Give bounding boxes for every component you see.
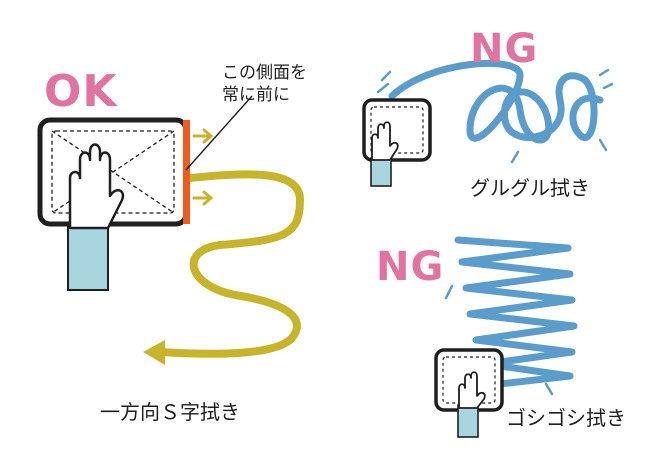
ok-caption: 一方向Ｓ字拭き bbox=[100, 400, 240, 424]
sleeve-small bbox=[457, 404, 479, 438]
ng-zigzag-illustration bbox=[434, 236, 578, 438]
ok-badge: OK bbox=[44, 66, 118, 117]
sleeve-small bbox=[370, 157, 392, 187]
ng-circular-illustration bbox=[362, 59, 614, 187]
ng-circular-caption: グルグル拭き bbox=[470, 176, 590, 200]
hand bbox=[68, 143, 125, 230]
hand-small bbox=[371, 121, 399, 161]
leader-line bbox=[185, 95, 253, 171]
edge-note-line2: 常に前に bbox=[222, 85, 290, 105]
forward-arrows bbox=[192, 128, 214, 206]
ng-zigzag-caption: ゴシゴシ拭き bbox=[506, 406, 626, 430]
ok-illustration bbox=[37, 95, 305, 365]
s-shaped-path bbox=[156, 170, 305, 358]
s-path-arrowhead bbox=[143, 340, 165, 365]
hand-small bbox=[458, 371, 486, 409]
edge-note-line1: この側面を bbox=[222, 63, 307, 83]
circular-scribble bbox=[388, 59, 604, 144]
sleeve bbox=[67, 225, 109, 291]
ng-circular-badge: NG bbox=[470, 26, 539, 72]
leading-edge bbox=[183, 120, 190, 224]
cloth-stitching bbox=[51, 130, 175, 214]
motion-lines bbox=[376, 68, 614, 164]
ng-zigzag-badge: NG bbox=[376, 244, 445, 290]
